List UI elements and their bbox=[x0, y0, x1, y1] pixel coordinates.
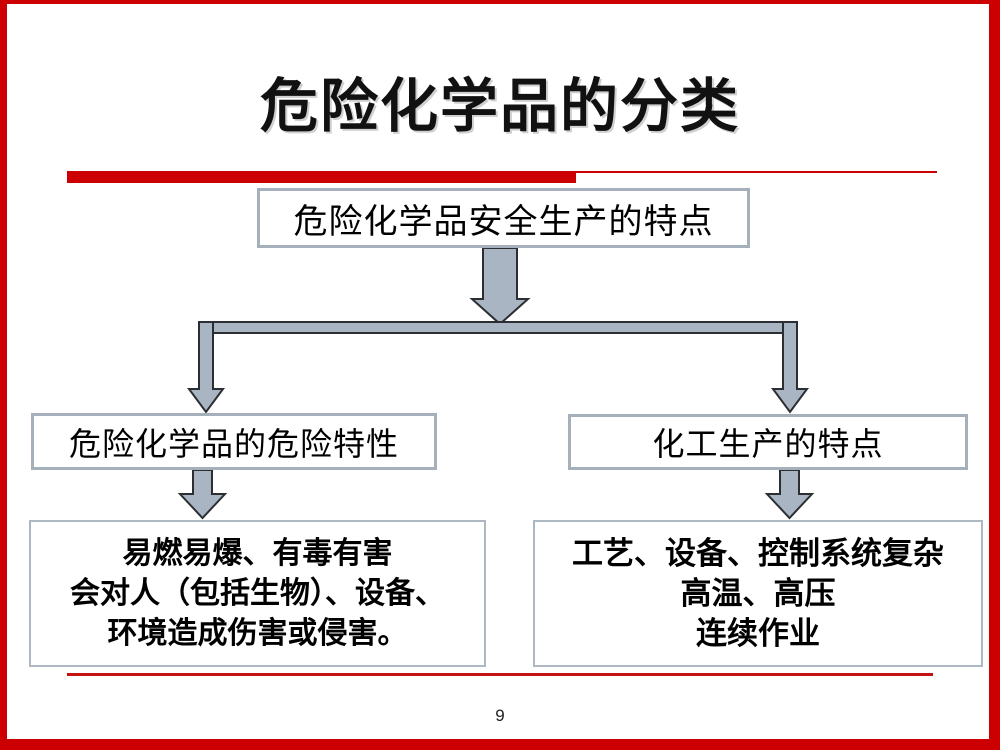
flow-box-left-header-label: 危险化学品的危险特性 bbox=[68, 425, 399, 462]
left-detail-line-2: 会对人（包括生物）、设备、 bbox=[70, 576, 445, 610]
flow-box-right-header: 化工生产的特点 bbox=[568, 414, 968, 470]
left-detail-line-3: 环境造成伤害或侵害。 bbox=[107, 616, 408, 650]
right-detail-line-2: 高温、高压 bbox=[680, 575, 836, 611]
page-number: 9 bbox=[495, 706, 505, 725]
right-detail-line-1: 工艺、设备、控制系统复杂 bbox=[572, 535, 944, 571]
flow-box-right-header-label: 化工生产的特点 bbox=[652, 426, 884, 462]
flow-box-left-detail: 易燃易爆、有毒有害 会对人（包括生物）、设备、 环境造成伤害或侵害。 bbox=[29, 520, 486, 667]
left-detail-line-1: 易燃易爆、有毒有害 bbox=[122, 536, 393, 570]
right-detail-line-3: 连续作业 bbox=[696, 615, 820, 651]
slide-title: 危险化学品的分类 bbox=[259, 74, 740, 139]
flow-box-left-header: 危险化学品的危险特性 bbox=[31, 413, 437, 470]
title-divider-thick-bar bbox=[67, 171, 576, 183]
flow-box-root-label: 危险化学品安全生产的特点 bbox=[293, 203, 714, 241]
footer-divider-line bbox=[67, 673, 933, 676]
flow-box-root: 危险化学品安全生产的特点 bbox=[257, 188, 750, 248]
flow-box-right-detail: 工艺、设备、控制系统复杂 高温、高压 连续作业 bbox=[533, 520, 983, 667]
